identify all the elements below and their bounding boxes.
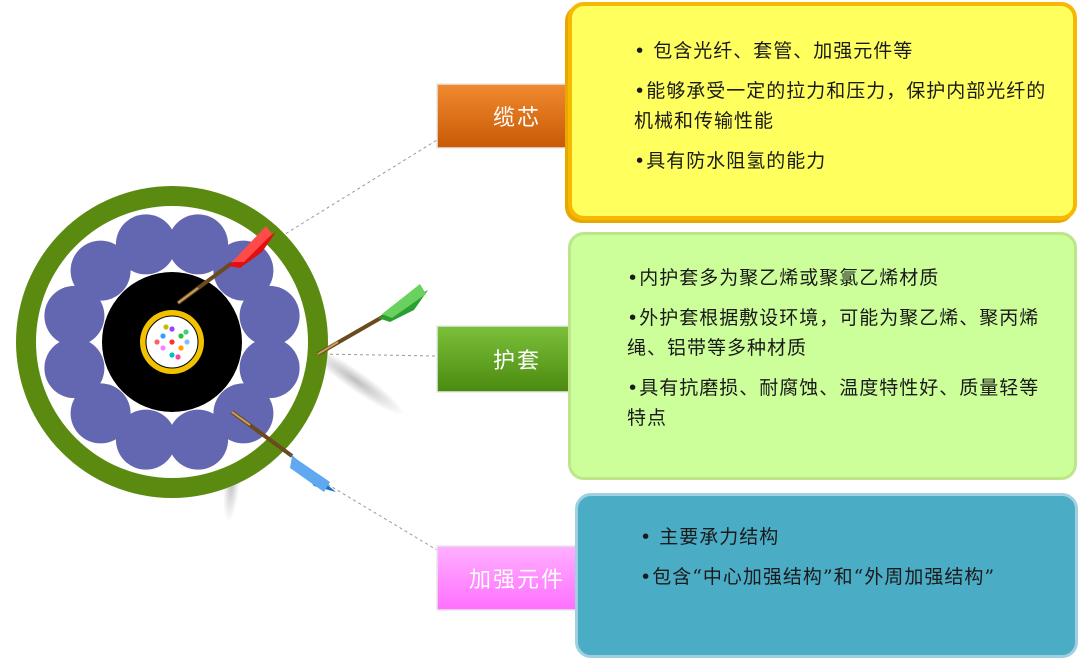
loose-tube: [213, 383, 274, 444]
sheath-point-3: •具有抗磨损、耐腐蚀、温度特性好、质量轻等特点: [627, 377, 1040, 429]
dart-red: [176, 226, 276, 305]
optical-fiber: [175, 354, 181, 360]
optical-fiber: [184, 339, 190, 345]
optical-fiber: [160, 345, 166, 351]
tag-sheath: 护套: [437, 326, 597, 392]
optical-fiber: [169, 326, 175, 332]
loose-tube: [44, 338, 105, 399]
loose-tube: [168, 409, 229, 470]
sheath-description-box: •内护套多为聚乙烯或聚氯乙烯材质 •外护套根据敷设环境，可能为聚乙烯、聚丙烯绳、…: [568, 232, 1077, 480]
strength-point-1: • 主要承力结构: [640, 526, 780, 548]
cable-cross-section: [16, 186, 328, 498]
sheath-point-2: •外护套根据敷设环境，可能为聚乙烯、聚丙烯绳、铝带等多种材质: [627, 307, 1040, 359]
tag-cable-core: 缆芯: [437, 84, 597, 148]
leader-line-sheath: [317, 353, 438, 357]
loose-tube: [213, 240, 274, 301]
optical-fiber: [154, 339, 160, 345]
loose-tube: [239, 338, 300, 399]
dart-blue: [230, 410, 336, 492]
sheath-point-1: •内护套多为聚乙烯或聚氯乙烯材质: [627, 267, 940, 289]
tag-strength-member-label: 加强元件: [468, 568, 565, 593]
loose-tube: [168, 214, 229, 275]
strength-member-description-box: • 主要承力结构 •包含“中心加强结构”和“外周加强结构”: [575, 493, 1078, 658]
optical-fiber: [160, 333, 166, 339]
loose-tube: [115, 214, 176, 275]
loose-tube: [239, 285, 300, 346]
optical-fiber: [163, 324, 169, 330]
optical-fiber: [178, 333, 184, 339]
cable-core-point-1: • 包含光纤、套管、加强元件等: [634, 40, 914, 62]
optical-fiber: [183, 329, 189, 335]
cable-core-description-box: • 包含光纤、套管、加强元件等 •能够承受一定的拉力和压力，保护内部光纤的机械和…: [568, 2, 1077, 220]
cable-core-point-3: •具有防水阻氢的能力: [634, 150, 827, 172]
tag-cable-core-label: 缆芯: [492, 106, 541, 131]
loose-tube: [70, 240, 131, 301]
tag-sheath-label: 护套: [492, 349, 541, 374]
strength-point-2: •包含“中心加强结构”和“外周加强结构”: [640, 566, 996, 588]
loose-tube: [115, 409, 176, 470]
dart-green: [317, 284, 428, 356]
loose-tube: [70, 383, 131, 444]
leader-line-strength: [311, 474, 438, 551]
optical-fiber: [169, 339, 175, 345]
optical-fiber: [169, 352, 175, 358]
loose-tube: [44, 285, 105, 346]
optical-fibers: [154, 324, 190, 360]
loose-tubes: [44, 214, 300, 470]
cable-core-point-2: •能够承受一定的拉力和压力，保护内部光纤的机械和传输性能: [634, 80, 1047, 132]
optical-fiber: [178, 345, 184, 351]
tag-strength-member: 加强元件: [437, 546, 597, 610]
